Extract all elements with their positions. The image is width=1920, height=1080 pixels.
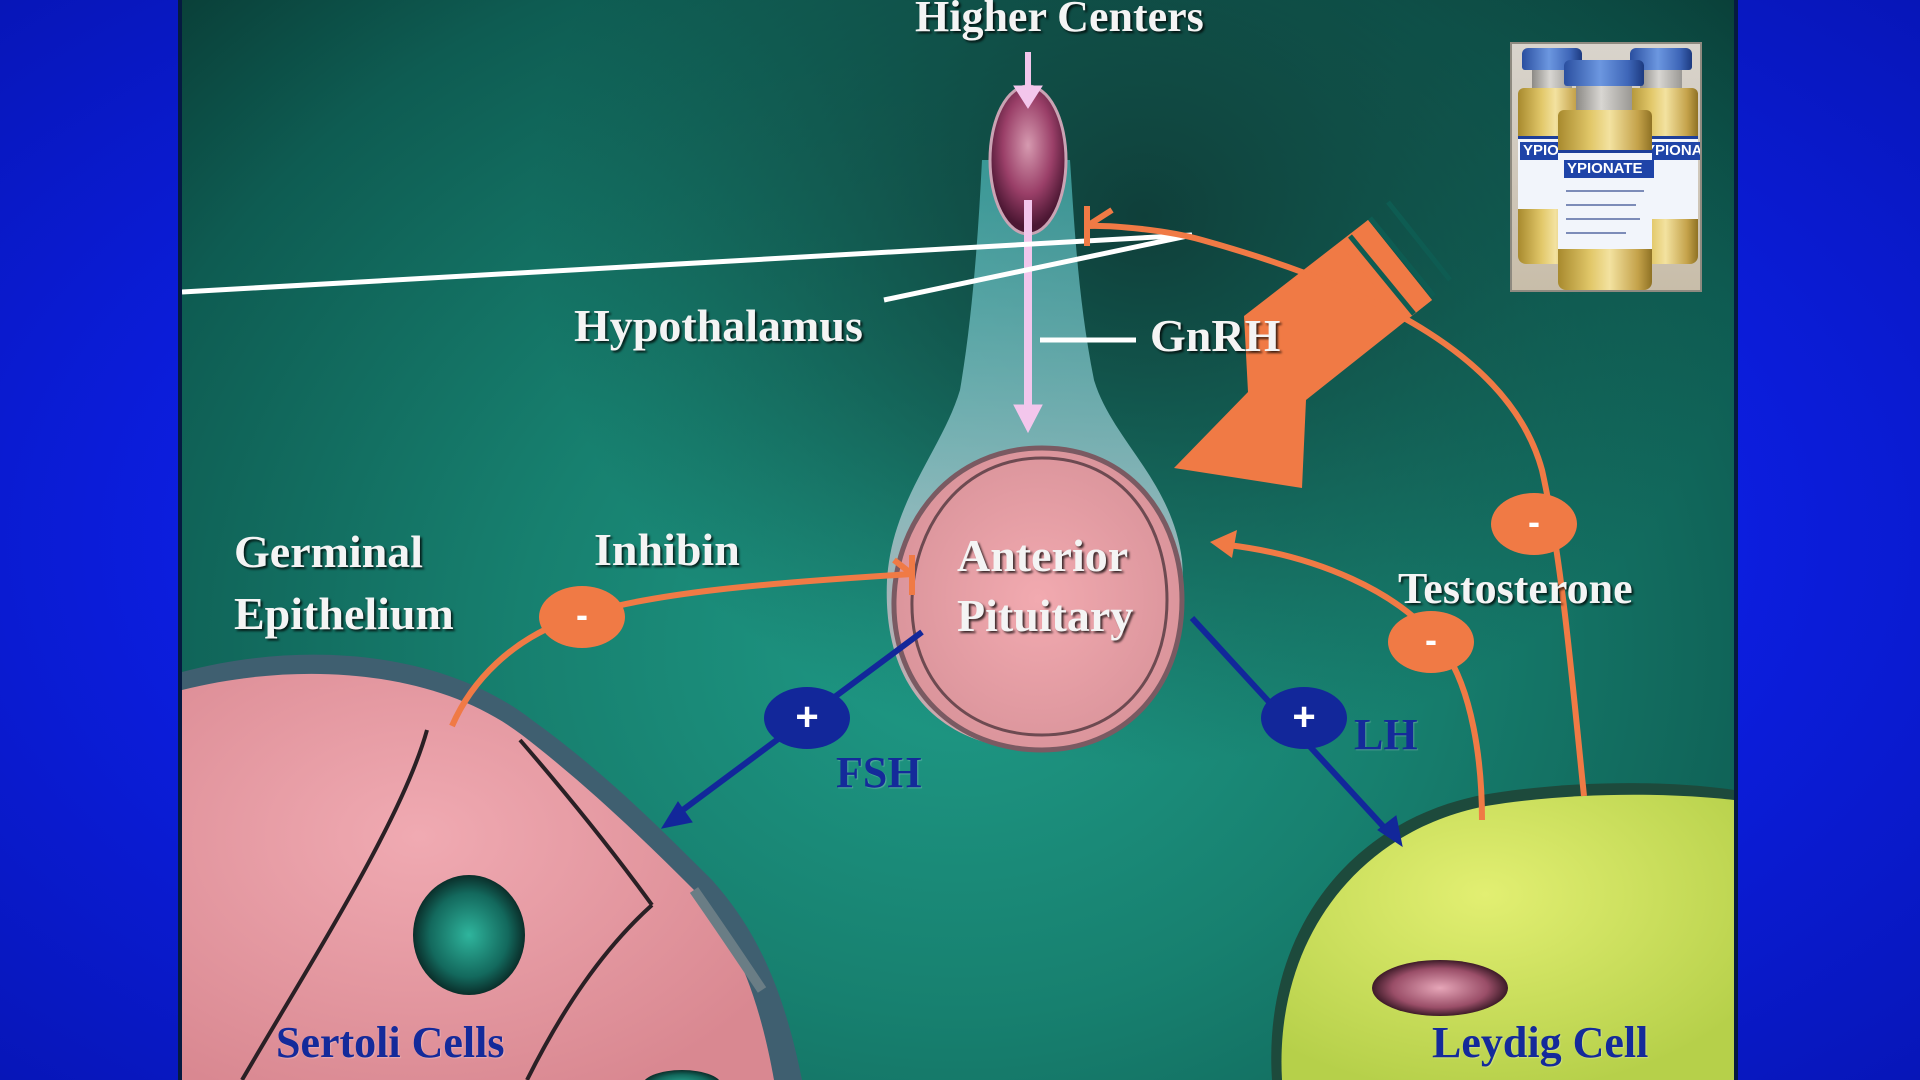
anterior-pituitary-inner-outline — [910, 456, 1169, 737]
gnrh-label: GnRH — [1150, 310, 1281, 361]
anterior-pituitary-shape — [891, 445, 1185, 753]
vial-neck — [1640, 70, 1682, 88]
sertoli-nucleus — [644, 1070, 720, 1080]
higher-centers-arrow — [1013, 52, 1043, 109]
vial-neck — [1576, 86, 1632, 110]
vial-label-line — [1566, 190, 1644, 192]
inhibin-minus-oval — [539, 586, 625, 648]
leydig-nucleus — [1372, 960, 1508, 1016]
exogenous-testosterone-arrow — [1174, 200, 1452, 488]
fsh-plus-oval — [764, 687, 850, 749]
fsh-plus-sign: + — [795, 695, 819, 739]
vial-label-line — [1566, 232, 1626, 234]
hypothalamus-label: Hypothalamus — [574, 300, 863, 351]
epithelium-label: Epithelium — [234, 588, 454, 639]
lh-plus-oval — [1261, 687, 1347, 749]
vial-label-text: YPIONATE — [1564, 160, 1654, 178]
leydig-cell — [1271, 783, 1734, 1080]
sertoli-cell-wall — [525, 903, 654, 1080]
testosterone-minus-oval-lower — [1388, 611, 1474, 673]
testosterone-minus-sign-upper: - — [1528, 501, 1540, 542]
vial-cap — [1630, 48, 1692, 70]
testosterone-minus-sign-lower: - — [1425, 619, 1437, 660]
vial-cap — [1564, 60, 1644, 86]
sertoli-cells-label: Sertoli Cells — [276, 1018, 505, 1067]
sertoli-cell-wall — [240, 729, 429, 1080]
lh-plus-sign: + — [1292, 695, 1316, 739]
pituitary-gland — [886, 160, 1185, 753]
germinal-label: Germinal — [234, 526, 424, 577]
vial-label-line — [1566, 218, 1640, 220]
leydig-cell-label: Leydig Cell — [1432, 1018, 1649, 1067]
diagram-slide: - - - + + Higher Centers Hypothalamus Gn… — [178, 0, 1738, 1080]
testosterone-feedback-hypothalamus — [1084, 206, 1587, 797]
pituitary-label: Pituitary — [957, 590, 1134, 641]
testosterone-label: Testosterone — [1398, 564, 1633, 613]
testosterone-vials-photo: YPIONATE YPIONATE YPIONATE — [1510, 42, 1702, 292]
sertoli-nucleus — [413, 875, 525, 995]
inhibin-label: Inhibin — [594, 524, 740, 575]
vial-label-text: YPIONATE — [1642, 142, 1700, 160]
higher-centers-label: Higher Centers — [915, 0, 1204, 41]
hypothalamus-leader-line — [883, 232, 1193, 303]
fsh-label: FSH — [836, 748, 922, 797]
sertoli-cells — [182, 654, 802, 1080]
inhibin-feedback — [449, 555, 915, 728]
testosterone-minus-oval-upper — [1491, 493, 1577, 555]
lh-label: LH — [1354, 710, 1418, 759]
gnrh-arrow — [1013, 200, 1043, 434]
inhibin-minus-sign: - — [576, 594, 588, 635]
vial-neck — [1532, 70, 1572, 88]
vial-label-line — [1566, 204, 1636, 206]
sertoli-cell-membrane — [689, 887, 767, 993]
hypothalamus-leader-line — [182, 232, 1193, 295]
anterior-label: Anterior — [957, 530, 1129, 581]
sertoli-cell-wall — [518, 738, 654, 907]
hpg-axis-diagram — [182, 52, 1734, 1080]
